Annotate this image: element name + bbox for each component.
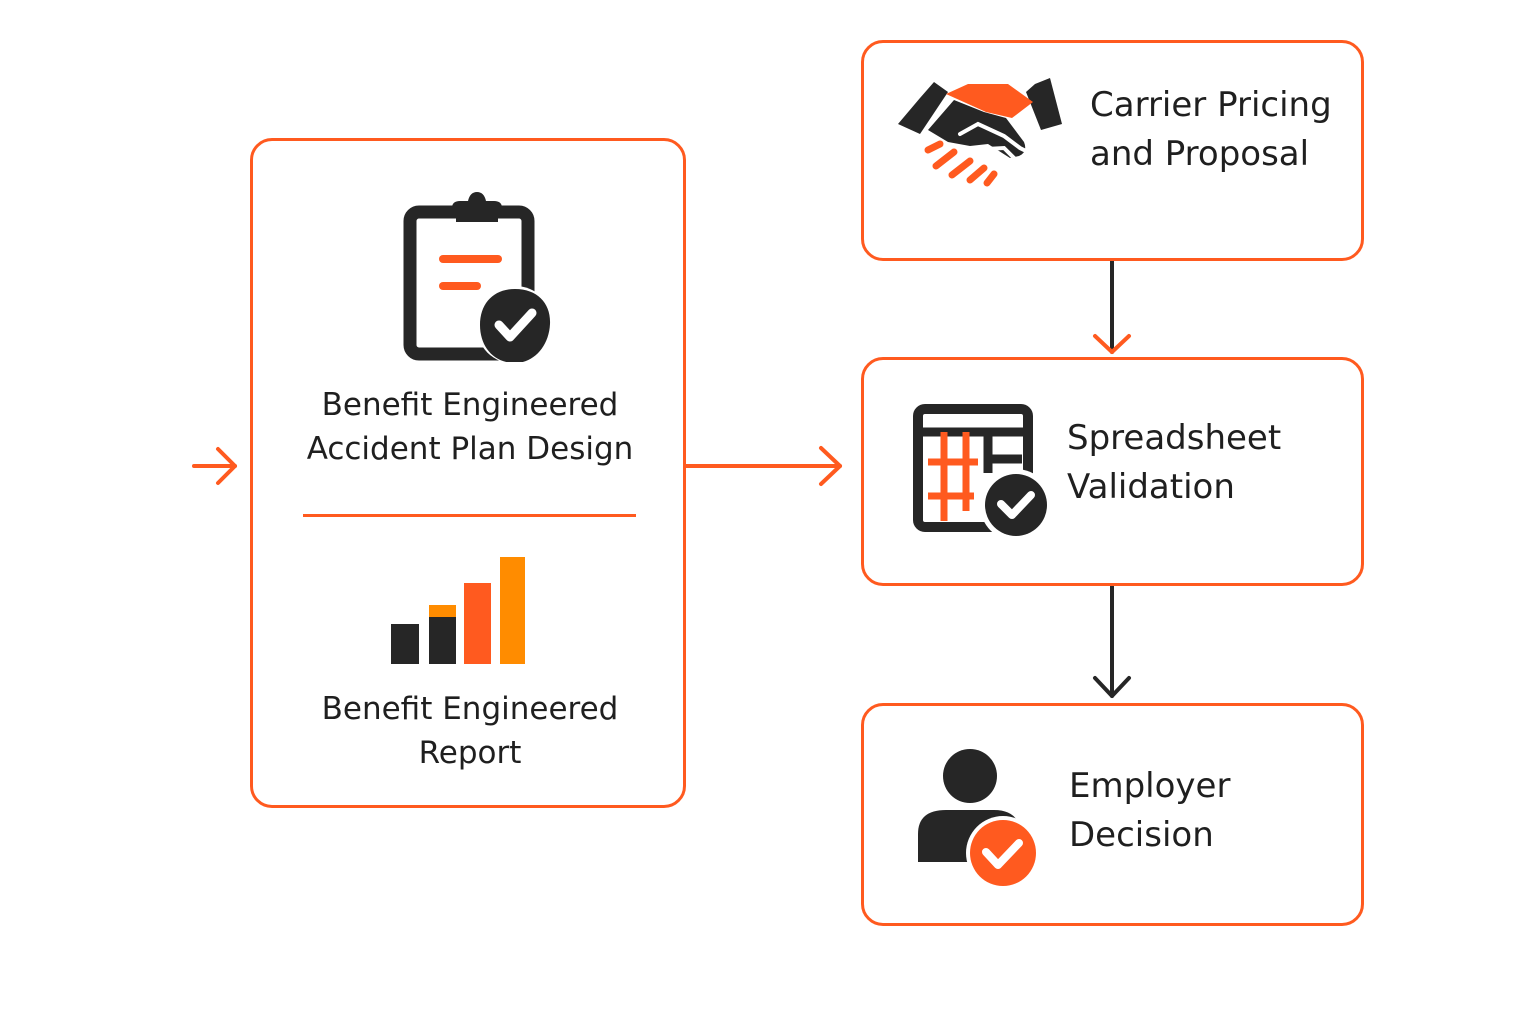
carrier-to-spreadsheet-arrow xyxy=(1093,259,1131,354)
carrier-pricing-label-line-1: Carrier Pricing xyxy=(1090,85,1332,125)
spreadsheet-validation-box xyxy=(861,357,1364,586)
spreadsheet-to-employer-arrow xyxy=(1093,584,1131,698)
left-to-spreadsheet-arrow xyxy=(684,446,842,486)
panel-divider xyxy=(303,514,636,517)
spreadsheet-validation-label-line-2: Validation xyxy=(1067,467,1235,507)
spreadsheet-validation-label: Spreadsheet Validation xyxy=(1067,414,1337,512)
carrier-pricing-box xyxy=(861,40,1364,261)
plan-design-label-line-1: Benefit Engineered xyxy=(321,387,619,423)
employer-decision-label: Employer Decision xyxy=(1069,762,1339,860)
bar-chart-icon xyxy=(391,557,525,664)
plan-design-label-line-2: Accident Plan Design xyxy=(306,431,634,467)
employer-decision-label-line-1: Employer xyxy=(1069,766,1231,806)
handshake-icon xyxy=(898,78,1062,187)
spreadsheet-check-icon xyxy=(913,404,1052,541)
plan-design-panel xyxy=(250,138,686,808)
person-check-icon xyxy=(918,749,1040,890)
employer-decision-label-line-2: Decision xyxy=(1069,815,1214,855)
carrier-pricing-label: Carrier Pricing and Proposal xyxy=(1090,81,1360,179)
spreadsheet-validation-label-line-1: Spreadsheet xyxy=(1067,418,1282,458)
clipboard-check-icon xyxy=(403,192,554,362)
report-label-line-2: Report xyxy=(418,735,522,771)
report-label: Benefit Engineered Report xyxy=(270,687,670,775)
entry-arrow xyxy=(192,447,237,485)
plan-design-label: Benefit Engineered Accident Plan Design xyxy=(270,383,670,471)
report-label-line-1: Benefit Engineered xyxy=(321,691,619,727)
carrier-pricing-label-line-2: and Proposal xyxy=(1090,134,1310,174)
